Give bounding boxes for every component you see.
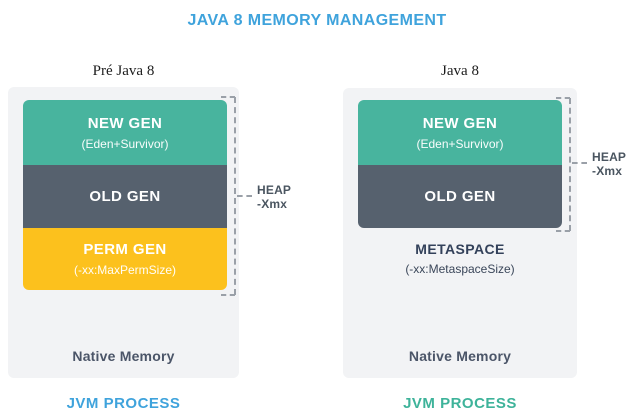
new-gen-label: NEW GEN	[87, 114, 163, 132]
heap-label-line2-right: -Xmx	[592, 164, 623, 178]
heap-bracket-line-right	[569, 98, 571, 231]
heap-bracket-tick-bottom-right	[556, 230, 570, 232]
new-gen-sublabel: (Eden+Survivor)	[81, 136, 169, 151]
heap-bracket-tick-bottom-left	[221, 294, 235, 296]
perm-gen-label: PERM GEN	[83, 241, 167, 258]
jvm-process-label-right: JVM PROCESS	[403, 395, 517, 412]
old-gen-label: OLD GEN	[89, 188, 161, 205]
panel-heading-pre-java8: Pré Java 8	[92, 63, 155, 79]
old-gen-block-java8: OLD GEN	[358, 165, 562, 228]
perm-gen-block: PERM GEN (-xx:MaxPermSize)	[23, 228, 227, 290]
heap-bracket-tick-top-left	[221, 96, 235, 98]
heap-bracket-tick-top-right	[556, 97, 570, 99]
old-gen-block: OLD GEN	[23, 165, 227, 228]
heap-blocks-pre-java8: NEW GEN (Eden+Survivor) OLD GEN PERM GEN…	[23, 100, 227, 290]
old-gen-label-java8: OLD GEN	[424, 188, 496, 205]
metaspace-sublabel: (-xx:MetaspaceSize)	[405, 262, 515, 276]
heap-blocks-java8: NEW GEN (Eden+Survivor) OLD GEN	[358, 100, 562, 228]
heap-xmx-label-left: HEAP -Xmx	[257, 183, 291, 211]
page-title: JAVA 8 MEMORY MANAGEMENT	[187, 12, 447, 29]
new-gen-block-java8: NEW GEN (Eden+Survivor)	[358, 100, 562, 165]
heap-label-line1-right: HEAP	[592, 150, 627, 164]
metaspace-label: METASPACE	[415, 241, 505, 257]
heap-bracket-connector-right	[572, 162, 587, 164]
new-gen-sublabel-java8: (Eden+Survivor)	[416, 136, 504, 151]
heap-bracket-line-left	[234, 97, 236, 295]
new-gen-block: NEW GEN (Eden+Survivor)	[23, 100, 227, 165]
heap-label-line2: -Xmx	[257, 197, 288, 211]
perm-gen-sublabel: (-xx:MaxPermSize)	[73, 263, 176, 277]
heap-xmx-label-right: HEAP -Xmx	[592, 150, 626, 178]
heap-bracket-connector-left	[237, 195, 252, 197]
heap-label-line1: HEAP	[257, 183, 292, 197]
native-memory-label-right: Native Memory	[408, 348, 512, 364]
native-memory-label-left: Native Memory	[72, 348, 175, 364]
new-gen-label-java8: NEW GEN	[422, 114, 498, 132]
panel-heading-java8: Java 8	[441, 63, 479, 79]
jvm-process-label-left: JVM PROCESS	[66, 395, 181, 412]
